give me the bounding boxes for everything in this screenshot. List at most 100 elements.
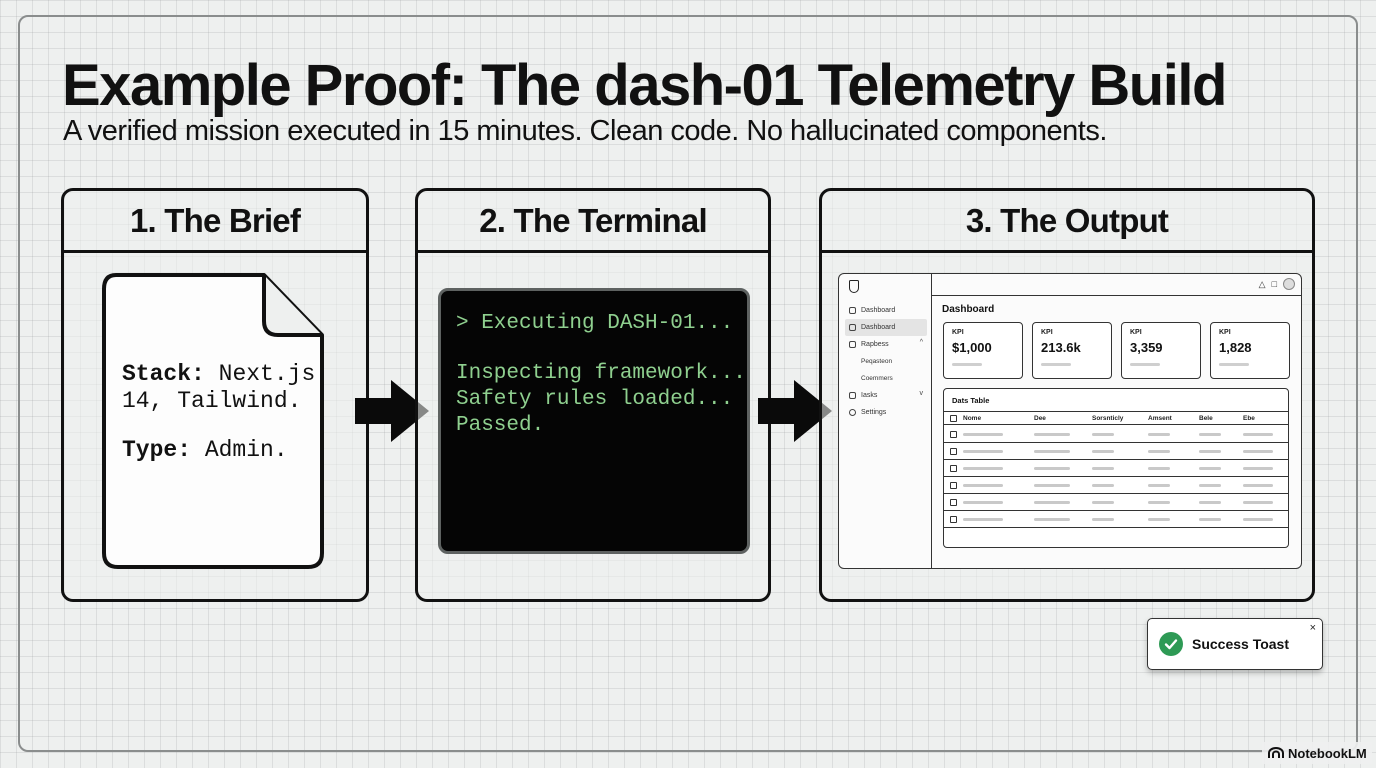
row-checkbox[interactable] <box>950 448 957 455</box>
table-cell-placeholder <box>1148 467 1170 470</box>
table-title: Dats Table <box>952 396 990 405</box>
table-cell-placeholder <box>1243 450 1273 453</box>
terminal-window: > Executing DASH-01... Inspecting framew… <box>438 288 750 554</box>
column-header[interactable]: Dee <box>1034 415 1046 422</box>
type-line: Type: Admin. <box>122 437 322 464</box>
table-cell-placeholder <box>1243 484 1273 487</box>
table-cell-placeholder <box>963 467 1003 470</box>
table-cell-placeholder <box>1148 433 1170 436</box>
type-key: Type: <box>122 437 192 463</box>
chevron-down-icon: v <box>919 390 924 397</box>
kpi-value: 3,359 <box>1130 340 1163 355</box>
stack-line: Stack: Next.js <box>122 361 322 388</box>
row-checkbox[interactable] <box>950 431 957 438</box>
stack-value-2: 14, Tailwind. <box>122 388 302 414</box>
sidebar-subitem[interactable]: Coemmers <box>861 375 893 382</box>
table-cell-placeholder <box>963 450 1003 453</box>
folder-icon <box>849 392 856 399</box>
table-cell-placeholder <box>1243 467 1273 470</box>
table-cell-placeholder <box>1148 518 1170 521</box>
table-cell-placeholder <box>1092 433 1114 436</box>
kpi-label: KPI <box>952 329 964 336</box>
watermark-text: NotebookLM <box>1288 745 1367 761</box>
table-cell-placeholder <box>1034 450 1070 453</box>
table-cell-placeholder <box>1092 501 1114 504</box>
table-cell-placeholder <box>1034 518 1070 521</box>
table-cell-placeholder <box>963 433 1003 436</box>
column-header[interactable]: Bele <box>1199 415 1213 422</box>
kpi-value: 1,828 <box>1219 340 1252 355</box>
sidebar-nav: Dashboard Dashboard Rapbess ^ Peqasteon … <box>845 302 927 421</box>
table-cell-placeholder <box>1199 433 1221 436</box>
table-row[interactable] <box>944 460 1288 477</box>
sidebar-item-dashboard-active[interactable]: Dashboard <box>845 319 927 336</box>
kpi-label: KPI <box>1041 329 1053 336</box>
kpi-card: KPI 213.6k <box>1032 322 1112 379</box>
table-row[interactable] <box>944 494 1288 511</box>
row-checkbox[interactable] <box>950 482 957 489</box>
table-cell-placeholder <box>1243 501 1273 504</box>
brief-panel-heading: 1. The Brief <box>64 191 366 253</box>
kpi-label: KPI <box>1130 329 1142 336</box>
brief-panel: 1. The Brief Stack: Next.js 14, Tailwind… <box>61 188 369 602</box>
bell-icon[interactable]: △ <box>1258 278 1266 289</box>
table-cell-placeholder <box>1199 501 1221 504</box>
terminal-line: Inspecting framework... <box>456 362 746 385</box>
data-table: Dats Table Nome Dee Sorsnticly Amsent Be… <box>943 388 1289 548</box>
column-header[interactable]: Sorsnticly <box>1092 415 1124 422</box>
table-cell-placeholder <box>1092 518 1114 521</box>
table-cell-placeholder <box>963 501 1003 504</box>
table-row[interactable] <box>944 477 1288 494</box>
table-cell-placeholder <box>1092 450 1114 453</box>
select-all-checkbox[interactable] <box>950 415 957 422</box>
avatar[interactable] <box>1283 278 1295 290</box>
column-header[interactable]: Amsent <box>1148 415 1172 422</box>
table-row[interactable] <box>944 511 1288 528</box>
shield-icon <box>849 280 859 293</box>
dashboard-title: Dashboard <box>942 304 995 315</box>
stack-value-1: Next.js <box>218 361 316 387</box>
row-checkbox[interactable] <box>950 516 957 523</box>
inbox-icon[interactable]: □ <box>1271 279 1277 289</box>
grid-icon <box>849 324 856 331</box>
success-toast: Success Toast × <box>1147 618 1323 670</box>
column-header[interactable]: Nome <box>963 415 982 422</box>
toast-message: Success Toast <box>1192 636 1290 652</box>
chevron-up-icon: ^ <box>919 339 923 346</box>
row-checkbox[interactable] <box>950 499 957 506</box>
table-cell-placeholder <box>1092 467 1114 470</box>
sidebar-item-tasks[interactable]: Iasks v <box>845 387 927 404</box>
kpi-card: KPI 1,828 <box>1210 322 1290 379</box>
stack-key: Stack: <box>122 361 205 387</box>
table-row[interactable] <box>944 443 1288 460</box>
sidebar-item-reports[interactable]: Rapbess ^ <box>845 336 927 353</box>
table-cell-placeholder <box>1092 484 1114 487</box>
table-row[interactable] <box>944 426 1288 443</box>
sidebar-item-dashboard[interactable]: Dashboard <box>845 302 927 319</box>
gear-icon <box>849 409 856 416</box>
table-cell-placeholder <box>1034 501 1070 504</box>
table-cell-placeholder <box>1199 467 1221 470</box>
output-panel-heading: 3. The Output <box>822 191 1312 253</box>
page-subtitle: A verified mission executed in 15 minute… <box>63 115 1107 147</box>
table-cell-placeholder <box>1034 433 1070 436</box>
kpi-value: 213.6k <box>1041 340 1081 355</box>
dashboard-sidebar: Dashboard Dashboard Rapbess ^ Peqasteon … <box>839 274 932 568</box>
table-cell-placeholder <box>1199 484 1221 487</box>
notebooklm-logo-icon <box>1268 747 1284 758</box>
output-panel: 3. The Output Dashboard Dashboard Rapbes… <box>819 188 1323 670</box>
table-cell-placeholder <box>1199 518 1221 521</box>
table-cell-placeholder <box>1148 484 1170 487</box>
close-icon[interactable]: × <box>1309 622 1316 634</box>
kpi-card: KPI $1,000 <box>943 322 1023 379</box>
table-cell-placeholder <box>1034 484 1070 487</box>
column-header[interactable]: Ebe <box>1243 415 1255 422</box>
table-cell-placeholder <box>963 518 1003 521</box>
sidebar-subitem[interactable]: Peqasteon <box>861 358 893 365</box>
sidebar-item-settings[interactable]: Settings <box>845 404 927 421</box>
table-cell-placeholder <box>963 484 1003 487</box>
table-cell-placeholder <box>1034 467 1070 470</box>
table-header: Nome Dee Sorsnticly Amsent Bele Ebe <box>944 411 1288 425</box>
row-checkbox[interactable] <box>950 465 957 472</box>
notebooklm-badge: NotebookLM <box>1262 742 1372 764</box>
